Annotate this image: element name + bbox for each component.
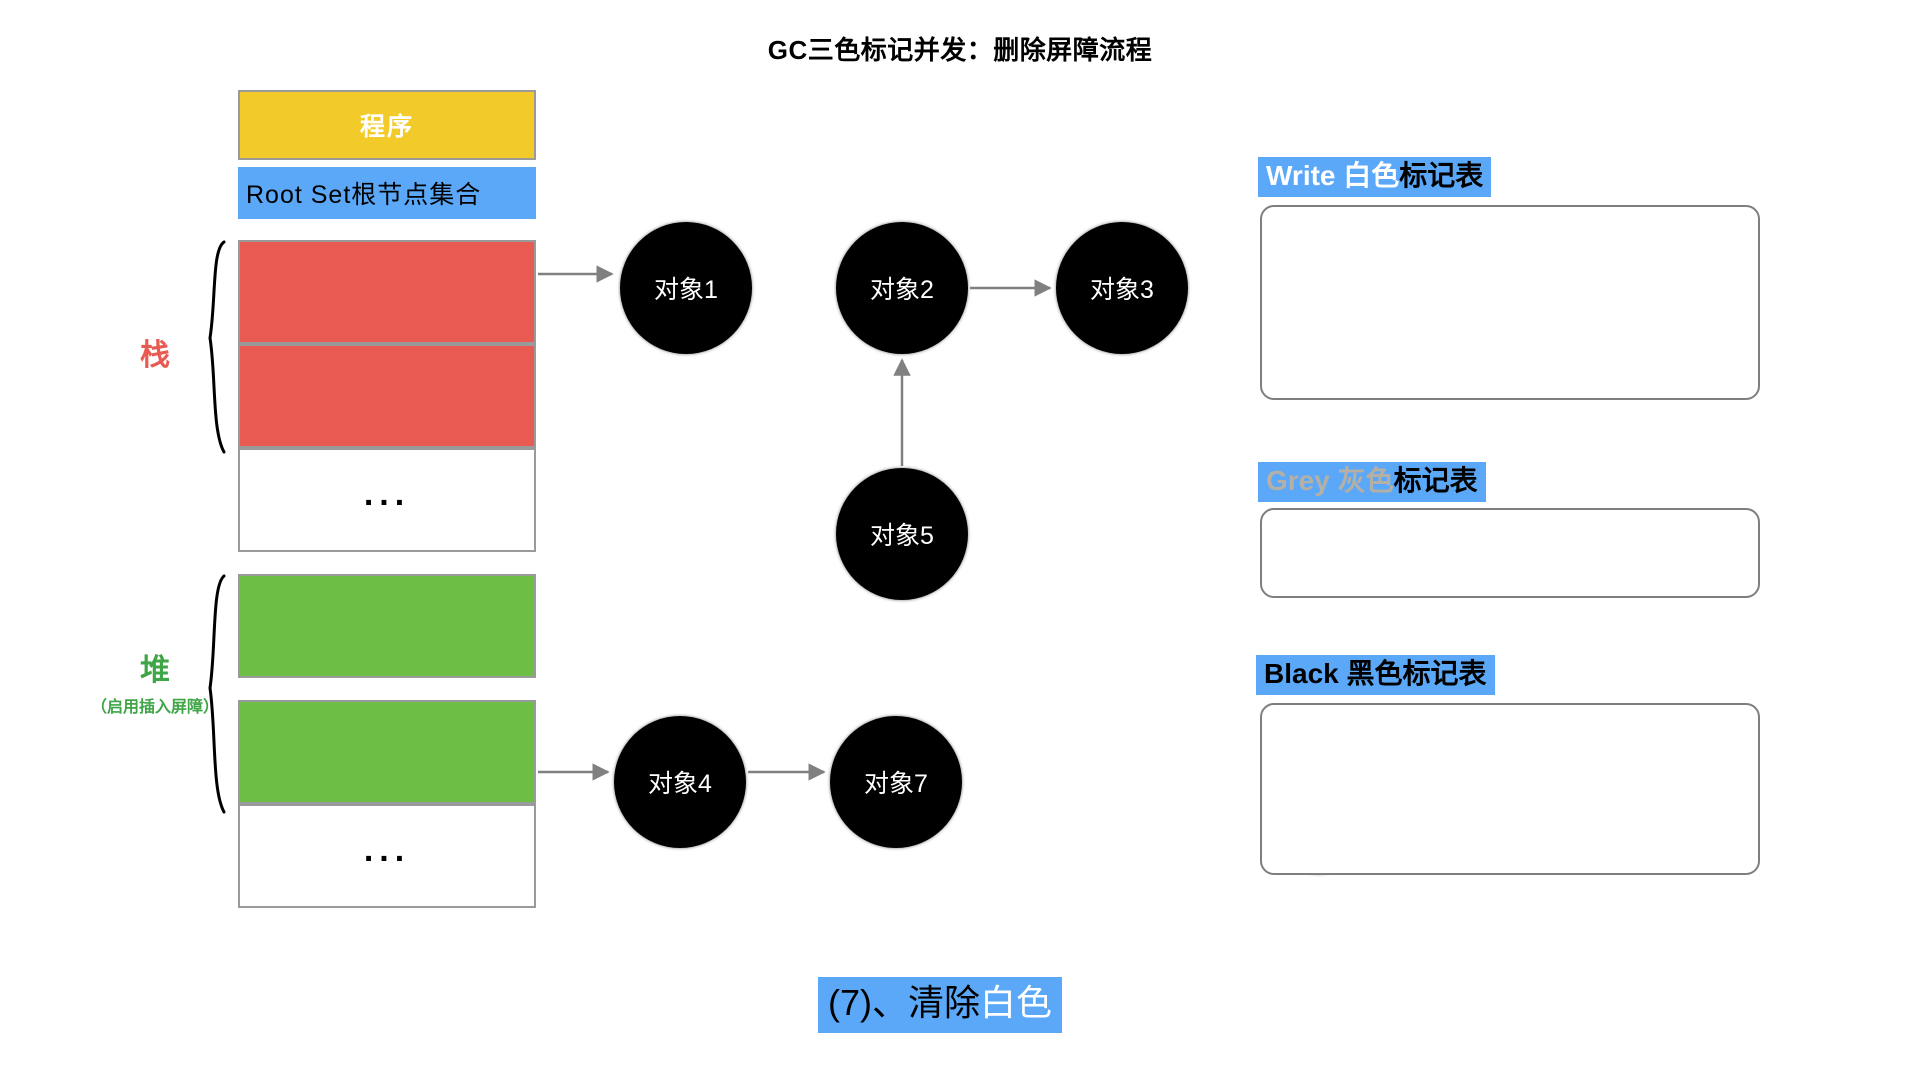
root-set-block: Root Set根节点集合 [238, 167, 536, 219]
heap-brace-label-sub: （启用插入屏障） [90, 699, 219, 716]
grey-table-header-suffix: 标记表 [1393, 465, 1478, 496]
object-node-5[interactable]: 对象5 [836, 468, 968, 600]
white-table-header: Write 白色标记表 [1258, 157, 1492, 198]
step-caption-prefix: (7)、清除 [828, 982, 980, 1023]
heap-brace-label-main: 堆 [140, 654, 170, 687]
object-node-7[interactable]: 对象7 [830, 716, 962, 848]
stack-slot-1 [238, 240, 536, 344]
black-table-header-suffix: 标记表 [1402, 658, 1487, 689]
grey-table-header: Grey 灰色标记表 [1258, 462, 1486, 503]
stack-brace [208, 240, 226, 454]
heap-brace-label: 堆 （启用插入屏障） [50, 645, 260, 717]
grey-table-header-color: 灰色 [1337, 465, 1394, 496]
page-title: GC三色标记并发：删除屏障流程 [767, 35, 1153, 65]
heap-ellipsis-slot: ... [238, 804, 536, 908]
object-node-4[interactable]: 对象4 [614, 716, 746, 848]
stack-brace-label: 栈 [140, 339, 170, 372]
white-table-header-en: Write [1266, 160, 1344, 191]
step-caption: (7)、清除白色 [818, 977, 1063, 1033]
heap-slot-2 [238, 700, 536, 804]
step-caption-highlight: 白色 [980, 982, 1053, 1023]
black-table-body[interactable] [1260, 703, 1760, 875]
stack-slot-2 [238, 344, 536, 448]
object-node-3[interactable]: 对象3 [1056, 222, 1188, 354]
heap-slot-1 [238, 574, 536, 678]
stack-ellipsis-slot: ... [238, 448, 536, 552]
object-node-2[interactable]: 对象2 [836, 222, 968, 354]
grey-table-body[interactable] [1260, 508, 1760, 598]
white-table-header-suffix: 标记表 [1399, 160, 1484, 191]
white-table-header-color: 白色 [1343, 160, 1400, 191]
white-table-body[interactable] [1260, 205, 1760, 400]
object-node-1[interactable]: 对象1 [620, 222, 752, 354]
black-table-header-en: Black [1264, 658, 1347, 689]
grey-table-header-en: Grey [1266, 465, 1338, 496]
black-table-header-color: 黑色 [1346, 658, 1403, 689]
memory-column: 程序 [238, 90, 536, 160]
black-table-header: Black 黑色标记表 [1256, 655, 1495, 696]
program-block: 程序 [238, 90, 536, 160]
